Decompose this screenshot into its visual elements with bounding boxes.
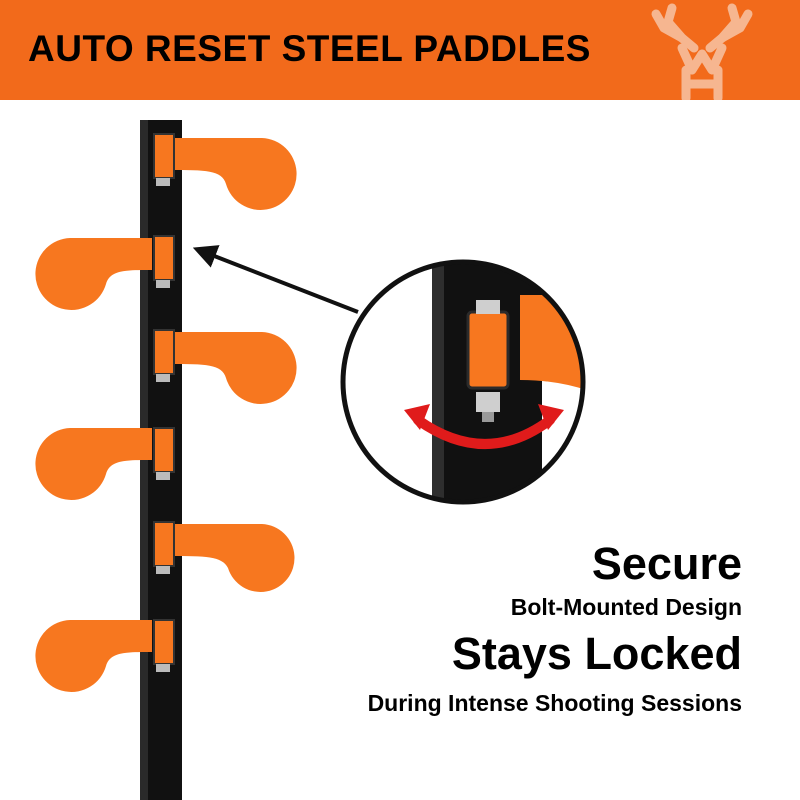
paddle-2 [35, 235, 175, 310]
feature-headline-secure: Secure [591, 538, 742, 589]
feature-subline-bolt: Bolt-Mounted Design [510, 594, 742, 620]
paddle-3 [153, 329, 297, 404]
paddle-4 [35, 427, 175, 500]
header-banner: AUTO RESET STEEL PADDLES [0, 0, 800, 100]
rotation-arrow-icon [404, 404, 564, 449]
pointer-arrow [192, 245, 359, 314]
zoom-detail [340, 259, 586, 505]
feature-subline-sessions: During Intense Shooting Sessions [367, 690, 742, 716]
deer-antler-logo-icon [651, 3, 753, 100]
paddle-6 [35, 619, 175, 692]
paddle-5 [153, 521, 295, 592]
paddle-1 [153, 133, 297, 210]
feature-headline-locked: Stays Locked [451, 628, 742, 679]
banner-title: AUTO RESET STEEL PADDLES [28, 28, 591, 69]
